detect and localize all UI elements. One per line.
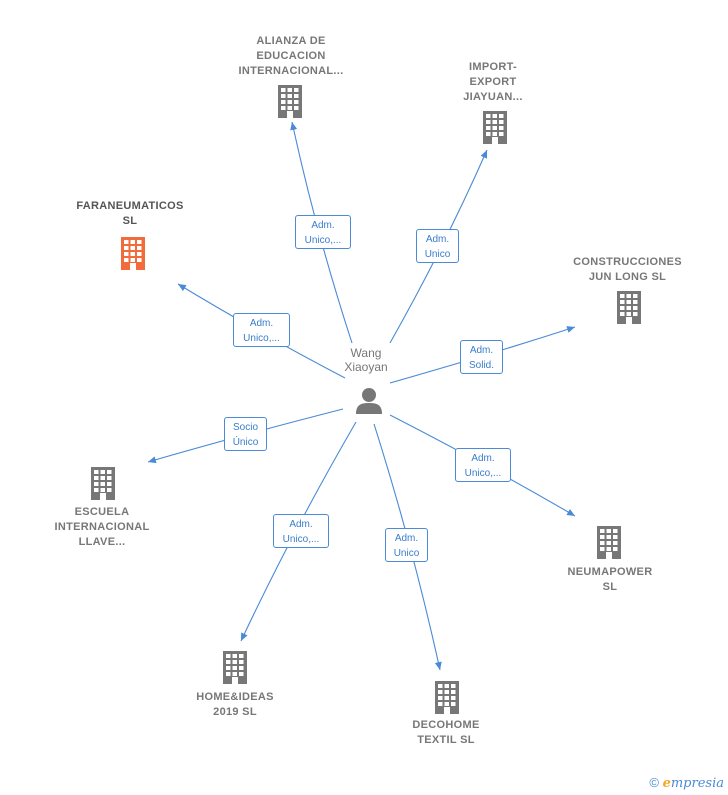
role-box-decohome[interactable]: Adm. Unico (385, 528, 428, 562)
copyright-icon: © (649, 775, 659, 790)
center-person-name[interactable]: Wang Xiaoyan (344, 346, 388, 374)
company-label-homeideas[interactable]: HOME&IDEAS 2019 SL (196, 691, 274, 718)
role-box-construcciones[interactable]: Adm. Solid. (460, 340, 503, 374)
company-label-escuela[interactable]: ESCUELA INTERNACIONAL LLAVE... (54, 506, 150, 548)
company-label-faraneumaticos[interactable]: FARANEUMATICOS SL (76, 200, 184, 227)
company-label-decohome[interactable]: DECOHOME TEXTIL SL (412, 719, 480, 746)
role-box-homeideas[interactable]: Adm. Unico,... (273, 514, 329, 548)
brand-name: mpresia (670, 776, 724, 791)
brand-initial: e (662, 776, 671, 791)
company-label-construcciones[interactable]: CONSTRUCCIONES JUN LONG SL (573, 256, 682, 283)
role-box-faraneumaticos[interactable]: Adm. Unico,... (233, 313, 290, 347)
brand-footer: © empresia (649, 775, 724, 791)
company-label-import[interactable]: IMPORT- EXPORT JIAYUAN... (463, 61, 523, 103)
role-box-import[interactable]: Adm. Unico (416, 229, 459, 263)
building-icon[interactable] (594, 525, 624, 559)
building-icon[interactable] (275, 84, 305, 118)
role-box-alianza[interactable]: Adm. Unico,... (295, 215, 351, 249)
building-icon[interactable] (480, 110, 510, 144)
company-label-neumapower[interactable]: NEUMAPOWER SL (567, 566, 653, 593)
building-icon[interactable] (220, 650, 250, 684)
building-icon[interactable] (432, 680, 462, 714)
building-icon[interactable] (118, 236, 148, 270)
building-icon[interactable] (88, 466, 118, 500)
company-label-alianza[interactable]: ALIANZA DE EDUCACION INTERNACIONAL... (238, 35, 344, 77)
building-icon[interactable] (614, 290, 644, 324)
role-box-escuela[interactable]: Socio Único (224, 417, 267, 451)
role-box-neumapower[interactable]: Adm. Unico,... (455, 448, 511, 482)
person-icon[interactable] (354, 386, 384, 416)
